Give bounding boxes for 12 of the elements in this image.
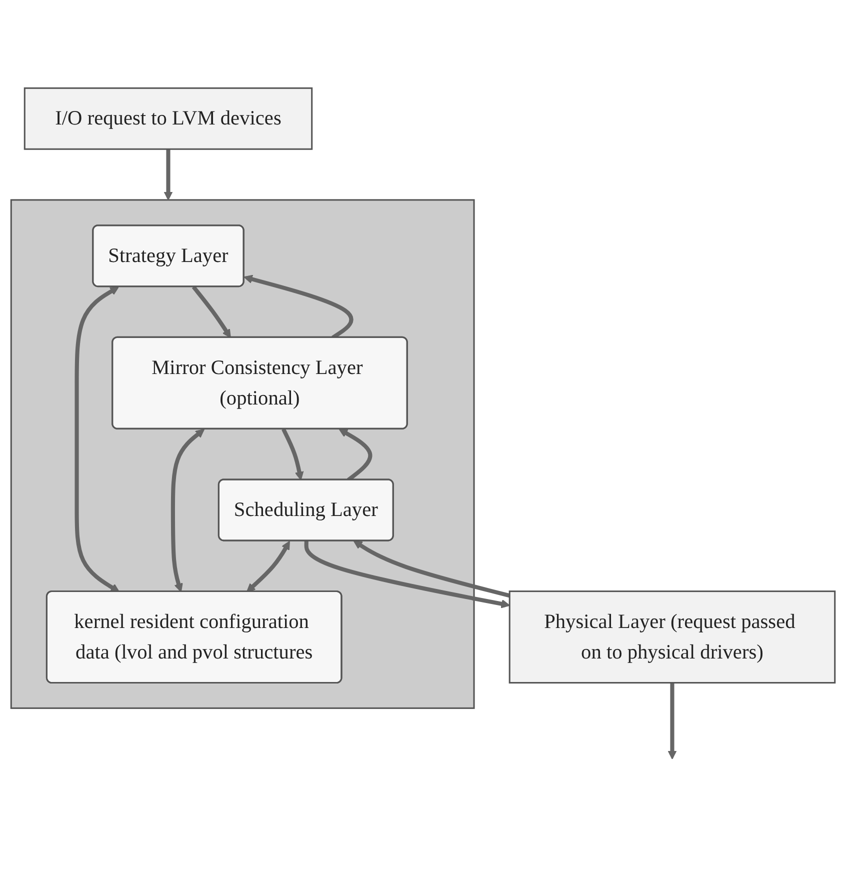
arrow [192,285,231,338]
arrow [170,428,205,592]
arrow [164,148,173,200]
arrow [246,540,290,592]
node-box: Physical Layer (request passed on to physical drivers) [508,590,836,684]
node-box: I/O request to LVM devices [24,87,313,150]
arrow [304,540,510,608]
arrow [668,682,677,760]
cluster [10,198,475,709]
arrow [353,540,510,598]
arrow [74,286,120,592]
arrow [282,428,304,480]
